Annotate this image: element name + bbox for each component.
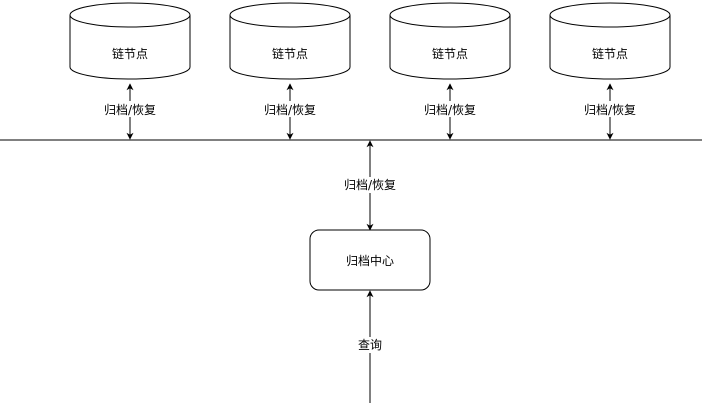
- edge-label-bg: [355, 337, 385, 353]
- cylinder-top: [549, 2, 671, 28]
- database-cylinder-icon: [389, 15, 511, 80]
- edge-label-bg: [103, 101, 157, 117]
- chain-node-label: 链节点: [272, 46, 308, 61]
- query-edge-label: 查询: [358, 338, 382, 352]
- chain-node-3-edge-label: 归档/恢复: [424, 103, 476, 117]
- archive-center-label: 归档中心: [346, 253, 394, 268]
- database-cylinder-icon: [69, 15, 191, 80]
- database-cylinder-icon: [229, 15, 351, 80]
- chain-node-4-edge-label: 归档/恢复: [584, 103, 636, 117]
- chain-node-2-edge-label: 归档/恢复: [264, 103, 316, 117]
- chain-node-label: 链节点: [112, 46, 148, 61]
- chain-node-3: 链节点: [389, 2, 511, 80]
- cylinder-top: [229, 2, 351, 28]
- chain-node-label: 链节点: [592, 46, 628, 61]
- edge-label-bg: [423, 101, 477, 117]
- archive-center-node: 归档中心: [309, 229, 431, 291]
- cylinder-top: [69, 2, 191, 28]
- chain-node-1-edge-label: 归档/恢复: [104, 103, 156, 117]
- chain-node-1: 链节点: [69, 2, 191, 80]
- cylinder-top: [389, 2, 511, 28]
- bus-edge-label: 归档/恢复: [344, 178, 396, 192]
- chain-node-label: 链节点: [432, 46, 468, 61]
- database-cylinder-icon: [549, 15, 671, 80]
- edge-label-bg: [343, 177, 397, 193]
- edge-label-bg: [583, 101, 637, 117]
- chain-node-2: 链节点: [229, 2, 351, 80]
- archive-center-box: [309, 229, 431, 291]
- chain-node-4: 链节点: [549, 2, 671, 80]
- edge-label-bg: [263, 101, 317, 117]
